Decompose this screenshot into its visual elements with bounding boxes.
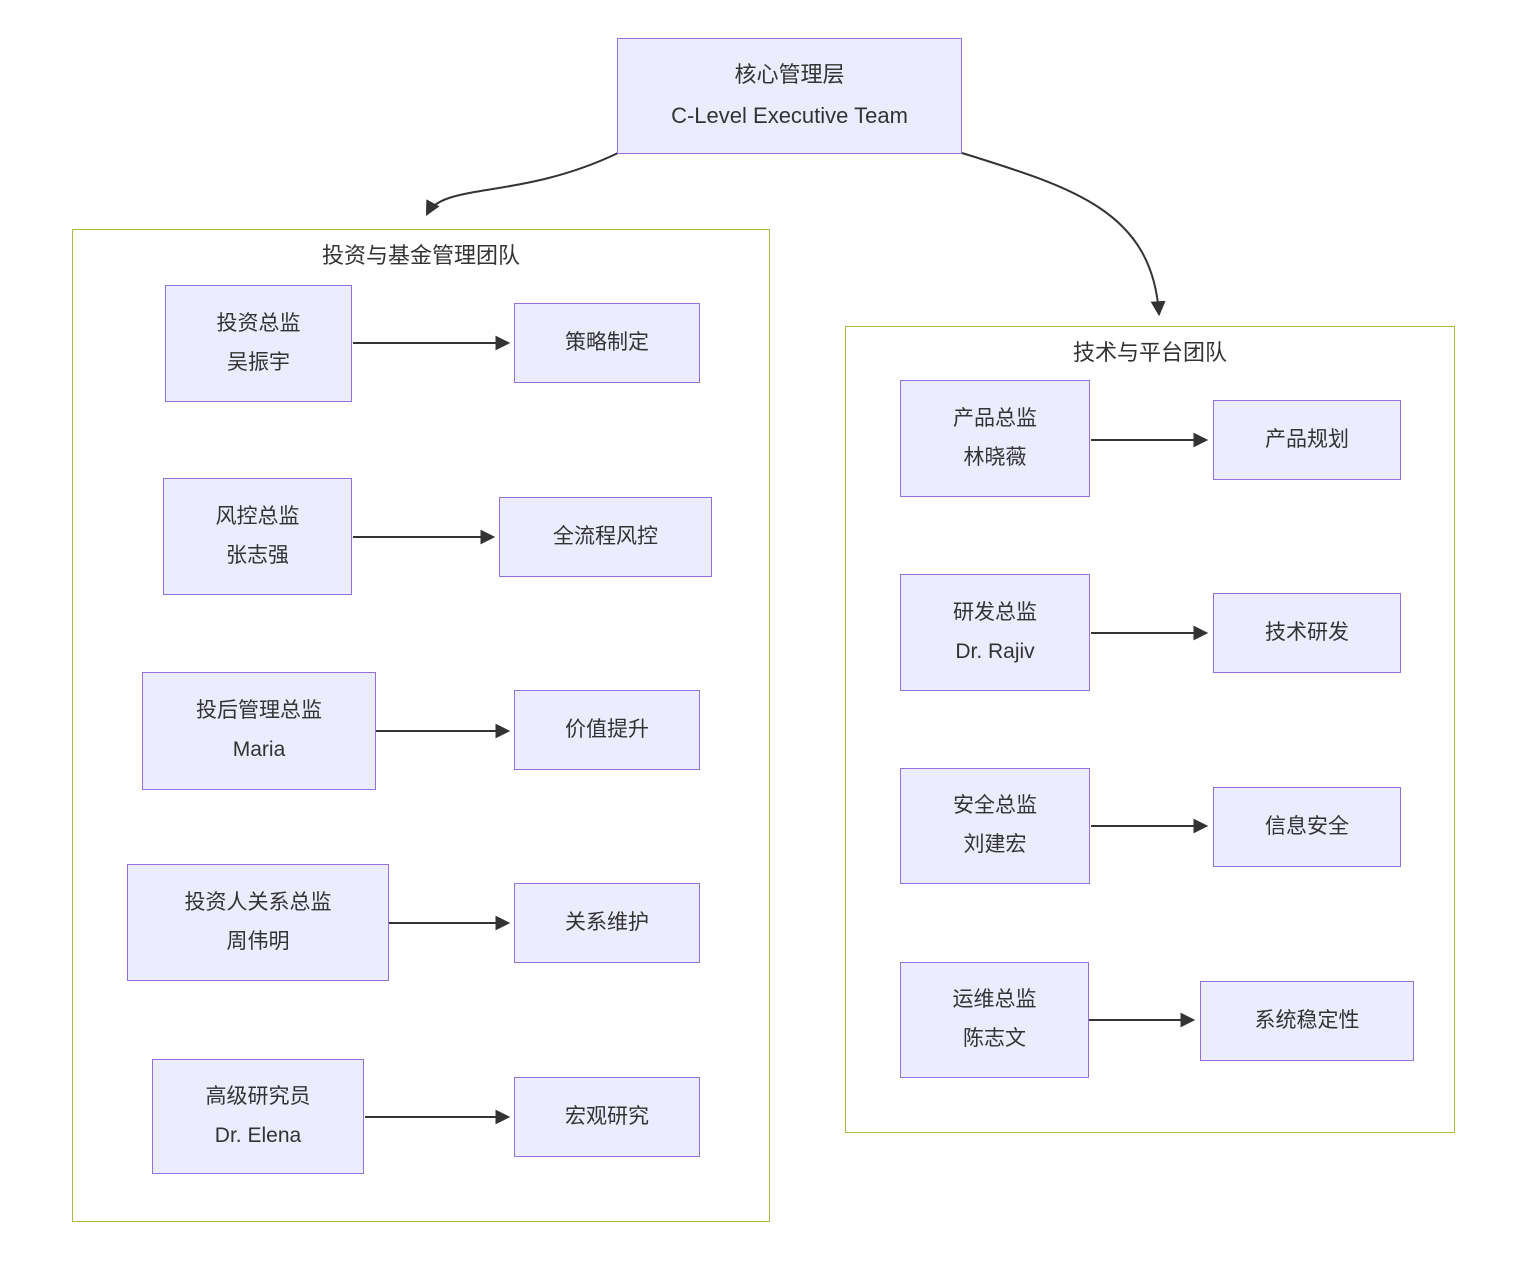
task-label: 策略制定: [565, 330, 649, 354]
person-label: Maria: [232, 738, 286, 761]
role-label: 投后管理总监: [196, 699, 322, 723]
person-label: 张志强: [226, 543, 289, 567]
task-label: 全流程风控: [553, 524, 658, 548]
node-task-macro-research: 宏观研究: [514, 1077, 700, 1157]
node-product-director: 产品总监 林晓薇: [900, 380, 1090, 497]
group-tech-platform-team-title: 技术与平台团队: [1072, 340, 1227, 365]
node-security-director: 安全总监 刘建宏: [900, 768, 1090, 884]
node-risk-director: 风控总监 张志强: [163, 478, 352, 595]
task-label: 技术研发: [1265, 620, 1349, 644]
root-title-cn: 核心管理层: [734, 62, 845, 88]
node-task-relationship-maintenance: 关系维护: [514, 883, 700, 963]
person-label: Dr. Rajiv: [955, 639, 1035, 663]
role-label: 投资总监: [216, 311, 301, 335]
node-senior-researcher: 高级研究员 Dr. Elena: [152, 1059, 364, 1174]
person-label: 周伟明: [226, 929, 290, 953]
node-investment-director: 投资总监 吴振宇: [165, 285, 352, 402]
group-tech-platform-team: 技术与平台团队: [845, 326, 1455, 1133]
role-label: 高级研究员: [205, 1084, 311, 1108]
node-portfolio-director: 投后管理总监 Maria: [142, 672, 376, 790]
task-label: 价值提升: [565, 717, 649, 741]
role-label: 安全总监: [953, 794, 1037, 818]
task-label: 系统稳定性: [1254, 1008, 1360, 1032]
person-label: Dr. Elena: [214, 1123, 302, 1147]
edge-root-to-investment-group: [425, 152, 619, 216]
node-task-product-planning: 产品规划: [1213, 400, 1401, 480]
node-investor-relations-director: 投资人关系总监 周伟明: [127, 864, 389, 981]
role-label: 研发总监: [953, 600, 1037, 624]
role-label: 运维总监: [952, 988, 1037, 1012]
person-label: 吴振宇: [227, 350, 290, 374]
node-task-tech-rnd: 技术研发: [1213, 593, 1401, 673]
person-label: 林晓薇: [963, 445, 1027, 469]
person-label: 刘建宏: [963, 833, 1027, 856]
node-c-level-executive-team: 核心管理层 C-Level Executive Team: [617, 38, 962, 154]
node-rnd-director: 研发总监 Dr. Rajiv: [900, 574, 1090, 691]
group-investment-fund-team-title: 投资与基金管理团队: [321, 243, 520, 268]
task-label: 宏观研究: [565, 1104, 649, 1128]
task-label: 信息安全: [1265, 814, 1349, 838]
role-label: 风控总监: [215, 504, 300, 528]
node-task-value-enhancement: 价值提升: [514, 690, 700, 770]
role-label: 产品总监: [953, 406, 1037, 430]
task-label: 关系维护: [565, 910, 649, 934]
node-task-strategy: 策略制定: [514, 303, 700, 383]
edge-root-to-tech-group: [961, 152, 1166, 317]
task-label: 产品规划: [1265, 427, 1349, 451]
node-task-system-stability: 系统稳定性: [1200, 981, 1414, 1061]
node-ops-director: 运维总监 陈志文: [900, 962, 1089, 1078]
role-label: 投资人关系总监: [184, 890, 332, 914]
root-title-en: C-Level Executive Team: [671, 103, 908, 128]
node-task-full-risk-control: 全流程风控: [499, 497, 712, 577]
group-investment-fund-team: 投资与基金管理团队: [72, 229, 770, 1222]
node-task-information-security: 信息安全: [1213, 787, 1401, 867]
person-label: 陈志文: [963, 1027, 1026, 1050]
